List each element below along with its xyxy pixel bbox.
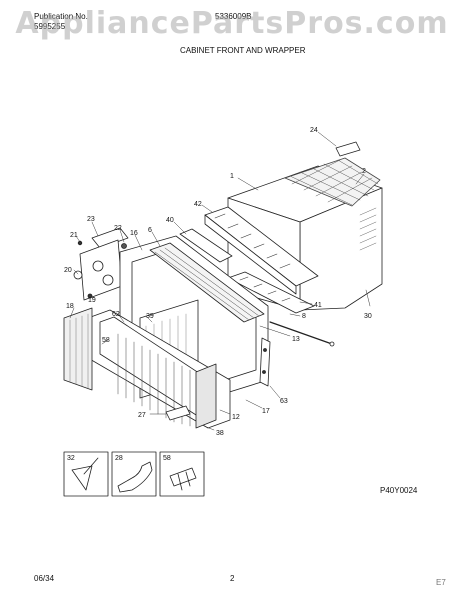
publication-label: Publication No. bbox=[34, 12, 88, 21]
part-8-rod-end bbox=[329, 341, 335, 347]
footer-date: 06/34 bbox=[34, 574, 55, 583]
callout-21: 21 bbox=[70, 232, 78, 239]
callout-40: 40 bbox=[166, 217, 174, 224]
callout-23: 23 bbox=[87, 216, 95, 223]
side-bracket-63 bbox=[259, 337, 271, 387]
callout-16: 16 bbox=[130, 230, 138, 237]
callouts: 1 2 24 42 40 6 16 23 22 21 20 19 18 62 3… bbox=[64, 127, 372, 437]
part-27 bbox=[165, 405, 191, 421]
part-40-strip bbox=[179, 228, 233, 263]
corner-mark: E7 bbox=[436, 578, 446, 587]
control-panel-parts bbox=[73, 227, 129, 301]
callout-20: 20 bbox=[64, 267, 72, 274]
callout-22: 22 bbox=[114, 225, 122, 232]
detail-box-32: 32 bbox=[63, 451, 109, 497]
callout-62: 62 bbox=[112, 311, 120, 318]
detail-box-58: 58 bbox=[159, 451, 205, 497]
part-8-rod bbox=[269, 321, 333, 345]
callout-1: 1 bbox=[230, 173, 234, 180]
callout-58: 58 bbox=[102, 337, 110, 344]
callout-17: 17 bbox=[262, 408, 270, 415]
callout-30: 30 bbox=[364, 313, 372, 320]
callout-27: 27 bbox=[138, 412, 146, 419]
part-24-label-plate bbox=[335, 141, 361, 157]
detail-label-32: 32 bbox=[67, 455, 75, 462]
callout-41: 41 bbox=[314, 302, 322, 309]
callout-2: 2 bbox=[362, 168, 366, 175]
leader-lines bbox=[69, 131, 371, 431]
callout-38: 38 bbox=[216, 430, 224, 437]
callout-13: 13 bbox=[292, 336, 300, 343]
diagram-code: P40Y0024 bbox=[380, 486, 418, 495]
callout-24: 24 bbox=[310, 127, 318, 134]
lower-louver-assembly bbox=[227, 271, 315, 314]
detail-label-58: 58 bbox=[163, 455, 171, 462]
callout-39: 39 bbox=[146, 313, 154, 320]
callout-6: 6 bbox=[148, 227, 152, 234]
callout-12: 12 bbox=[232, 414, 240, 421]
publication-number: 5995255 bbox=[34, 22, 66, 31]
upper-louver-assembly bbox=[204, 206, 319, 295]
grille-part-6 bbox=[149, 242, 265, 323]
section-title: CABINET FRONT AND WRAPPER bbox=[180, 46, 306, 55]
callout-18: 18 bbox=[66, 303, 74, 310]
callout-8: 8 bbox=[302, 313, 306, 320]
detail-box-28: 28 bbox=[111, 451, 157, 497]
callout-63: 63 bbox=[280, 398, 288, 405]
callout-19: 19 bbox=[88, 297, 96, 304]
front-panel bbox=[63, 307, 231, 429]
model-number: 5336009B bbox=[215, 12, 252, 21]
detail-label-28: 28 bbox=[115, 455, 123, 462]
callout-42: 42 bbox=[194, 201, 202, 208]
page-number: 2 bbox=[230, 574, 235, 583]
